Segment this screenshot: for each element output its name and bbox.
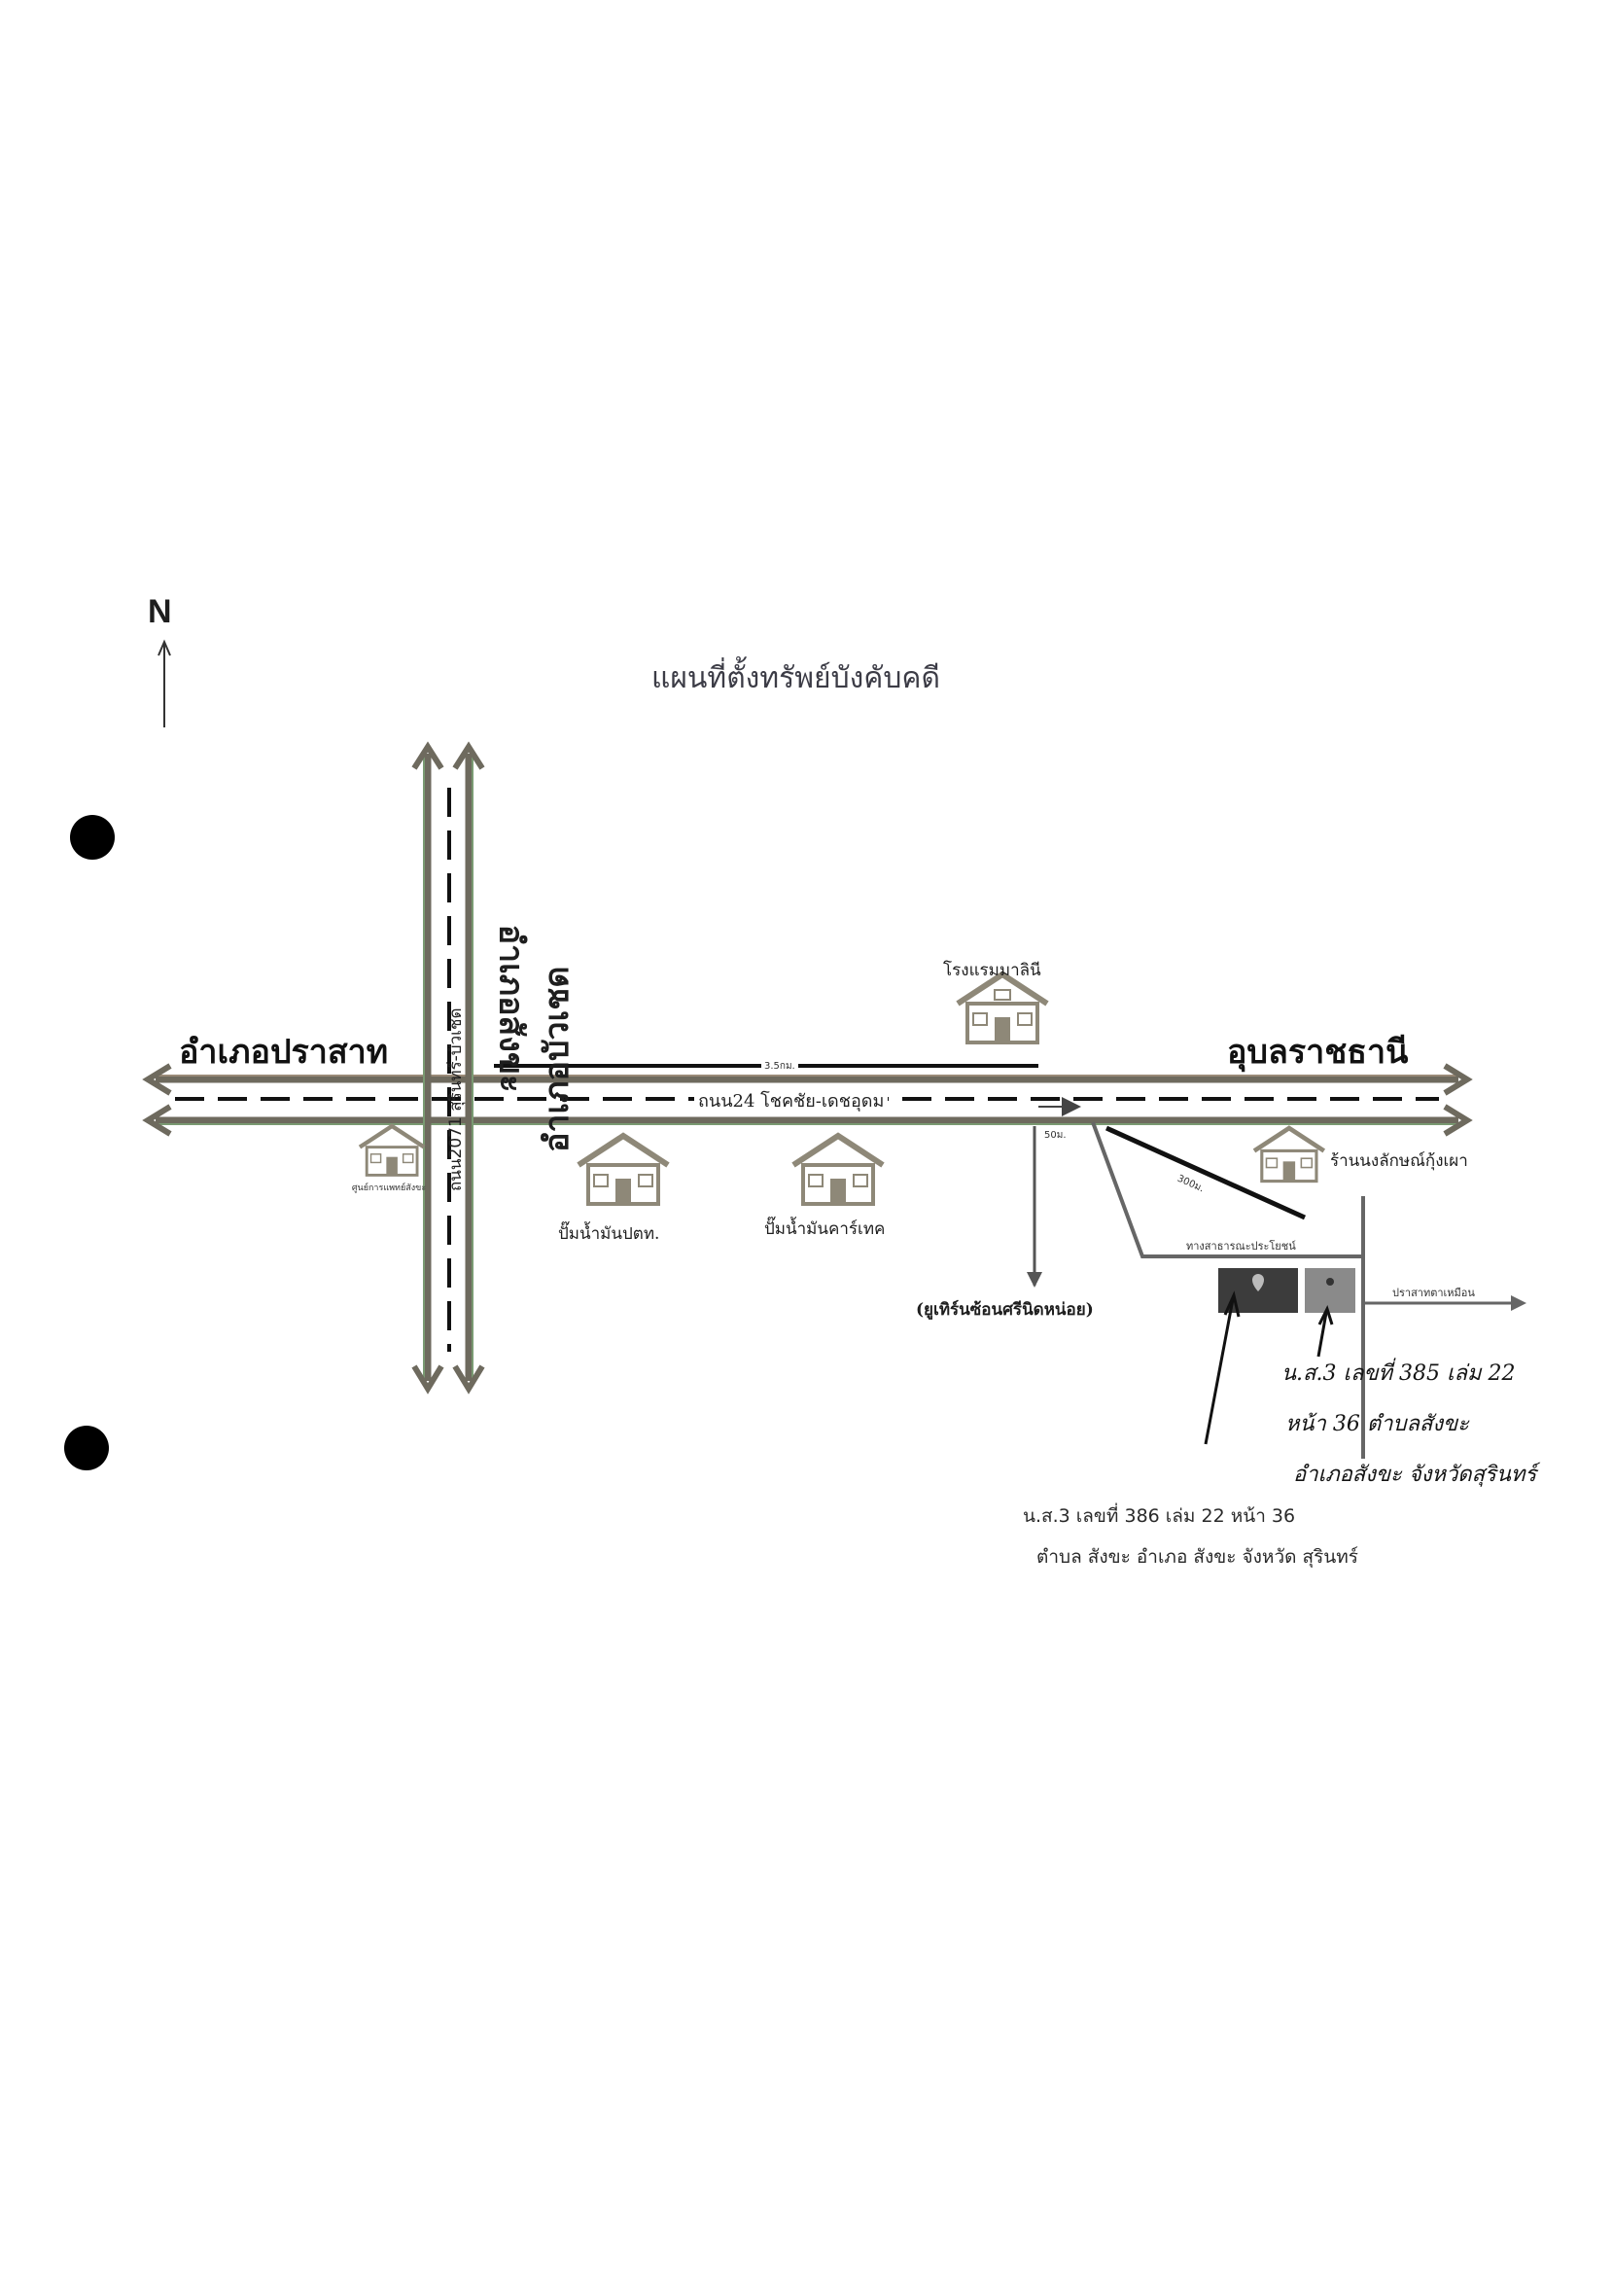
house-shop-icon (1252, 1125, 1326, 1183)
landmark-caltex-label: ปั๊มน้ำมันคาร์เทค (764, 1219, 886, 1239)
landmark-shop-label: ร้านนงลักษณ์กุ้งเผา (1330, 1151, 1468, 1171)
direction-west: อำเภอปราสาท (179, 1033, 389, 1072)
north-label: N (148, 593, 172, 630)
handwritten-parcel-385-line2: หน้า 36 ตำบลสังขะ (1285, 1412, 1469, 1436)
handwritten-parcel-385-line1: น.ส.3 เลขที่ 385 เล่ม 22 (1281, 1361, 1516, 1386)
north-arrow-head (158, 639, 171, 656)
binder-hole-bottom (64, 1426, 109, 1470)
landmark-uturn-label: (ยูเทิร์นซ้อนศรีนิดหน่อย) (916, 1300, 1094, 1320)
cross-road (411, 741, 485, 1395)
landmark-hotel-label: โรงแรมมาลินี (943, 961, 1041, 980)
cross-road-label: ถนน2071 สุรินทร์-บัวเชด (446, 1007, 466, 1191)
handwritten-parcel-385-line3: อำเภอสังขะ จังหวัดสุรินทร์ (1293, 1463, 1537, 1487)
parcel-386-caption-line2: ตำบล สังขะ อำเภอ สังขะ จังหวัด สุรินทร์ (1036, 1546, 1359, 1568)
lane-to-parcels (1091, 1121, 1363, 1258)
house-health-center-icon (358, 1123, 426, 1177)
parcel-385 (1305, 1268, 1355, 1313)
distance-3-5km-label: 3.5กม. (761, 1059, 798, 1074)
direction-south: อำเภอบัวเชด (538, 966, 577, 1152)
house-ptt-icon (577, 1132, 670, 1206)
to-prasat-label: ปราสาทตาเหมือน (1392, 1287, 1475, 1299)
main-road (142, 1063, 1473, 1137)
distance-50m-label: 50ม. (1044, 1130, 1067, 1141)
binder-hole-top (70, 815, 115, 860)
direction-east: อุบลราชธานี (1227, 1033, 1409, 1072)
public-way-label: ทางสาธารณะประโยชน์ (1186, 1240, 1296, 1253)
map-title: แผนที่ตั้งทรัพย์บังคับคดี (651, 661, 940, 695)
house-caltex-icon (791, 1132, 885, 1206)
house-hotel-icon (956, 971, 1049, 1044)
pointer-parcel-385 (1316, 1312, 1328, 1358)
parcel-386-caption-line1: น.ส.3 เลขที่ 386 เล่ม 22 หน้า 36 (1023, 1505, 1296, 1527)
pointer-parcel-386 (1204, 1298, 1235, 1445)
landmark-ptt-label: ปั๊มน้ำมันปตท. (558, 1224, 660, 1244)
lane-300m (1105, 1125, 1307, 1220)
main-road-label: ถนน24 โชคชัย-เดชอุดม (694, 1086, 889, 1114)
landmark-health-center-label: ศูนย์การแพทย์สังขะ (351, 1183, 427, 1193)
